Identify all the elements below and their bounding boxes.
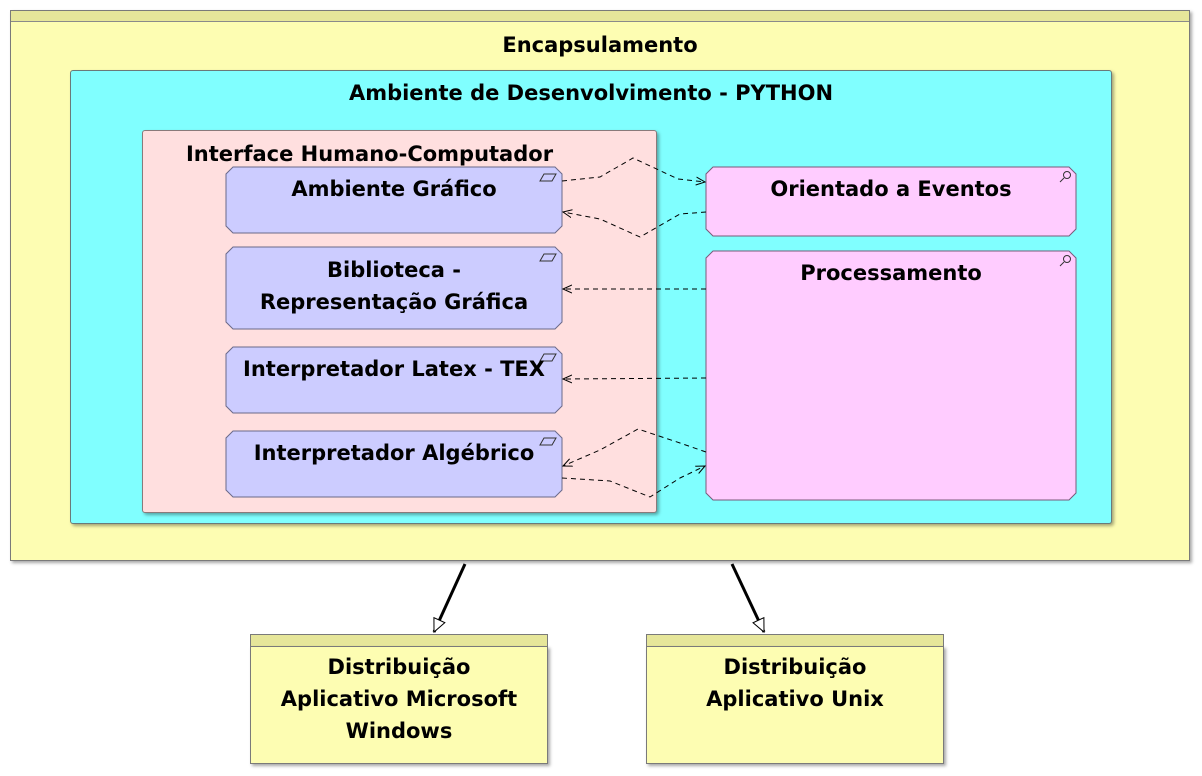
algebrico-component: Interpretador Algébrico (225, 430, 563, 498)
algebrico-label: Interpretador Algébrico (253, 441, 535, 465)
latex-label: Interpretador Latex - TEX (243, 357, 545, 381)
ambiente-grafico-component: Ambiente Gráfico (225, 166, 563, 234)
orientado-eventos-node: Orientado a Eventos (705, 166, 1077, 237)
unix-distribution-label: Distribuição Aplicativo Unix (706, 655, 884, 711)
ambiente-grafico-label: Ambiente Gráfico (291, 177, 497, 201)
ambiente-grafico-shape (225, 166, 563, 234)
dep-grafico-to-eventos (561, 157, 705, 182)
deploy-unix-arrow (730, 563, 766, 634)
parallelogram-icon (539, 437, 557, 446)
deploy-windows-arrow (432, 563, 467, 634)
ihc-label: Interface Humano-Computador (185, 142, 554, 166)
dep-eventos-to-grafico (563, 212, 707, 238)
processamento-shape (705, 250, 1077, 501)
magnifier-icon (1059, 255, 1071, 267)
windows-distribution-package: Distribuição Aplicativo Microsoft Window… (250, 646, 548, 764)
dep-process-to-latex (563, 378, 707, 379)
dep-process-to-algebrico (563, 428, 707, 466)
encapsulamento-tab (11, 11, 1189, 22)
biblioteca-label: Biblioteca - Representação Gráfica (259, 258, 529, 314)
biblioteca-component: Biblioteca - Representação Gráfica (225, 246, 563, 330)
encapsulamento-label: Encapsulamento (502, 33, 698, 57)
processamento-label: Processamento (800, 261, 982, 285)
parallelogram-icon (539, 253, 557, 262)
parallelogram-icon (539, 353, 557, 362)
unix-distribution-package: Distribuição Aplicativo Unix (646, 646, 944, 764)
latex-component: Interpretador Latex - TEX (225, 346, 563, 414)
windows-distribution-label: Distribuição Aplicativo Microsoft Window… (280, 655, 518, 743)
orientado-eventos-shape (705, 166, 1077, 237)
algebrico-shape (225, 430, 563, 498)
parallelogram-icon (539, 173, 557, 182)
biblioteca-shape (225, 246, 563, 330)
orientado-eventos-label: Orientado a Eventos (770, 177, 1012, 201)
ambiente-label: Ambiente de Desenvolvimento - PYTHON (348, 81, 834, 105)
magnifier-icon (1059, 171, 1071, 183)
latex-shape (225, 346, 563, 414)
processamento-node: Processamento (705, 250, 1077, 501)
dep-algebrico-to-process (561, 466, 705, 498)
